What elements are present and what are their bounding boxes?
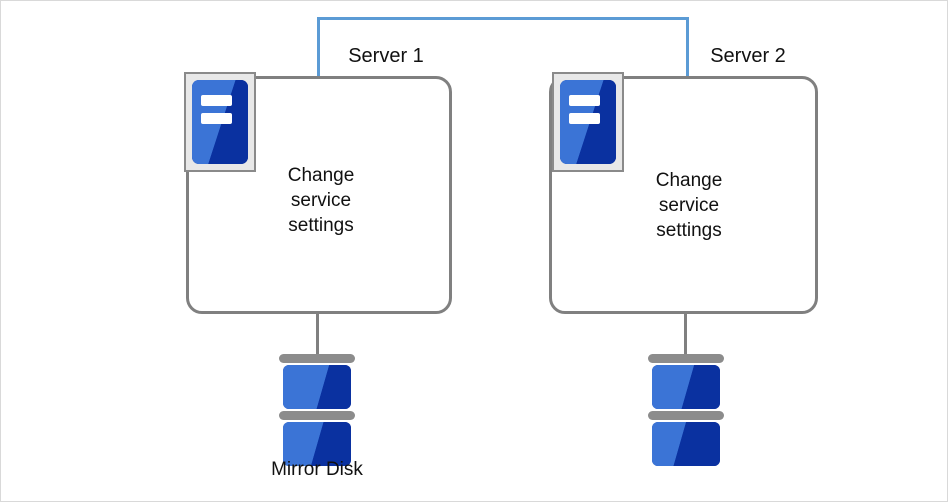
server-2-body-line-2: service [658,195,720,216]
server-1-label: Server 1 [348,45,424,67]
server-interconnect-bracket [317,17,689,77]
server-2-body-line-1: Change [655,170,723,191]
server-icon [552,72,624,172]
mirror-disk-label: Mirror Disk [271,459,363,480]
server-1-disk-connector [316,314,319,358]
disk-bar-top [279,354,355,363]
server-1-body-line-3: settings [288,215,354,236]
disk-platter-lower [652,422,720,466]
disk-platter-upper [283,365,351,409]
disk-bar-middle [648,411,724,420]
server-2-label: Server 2 [710,45,786,67]
disk-platter-upper [652,365,720,409]
server-1-body-line-2: service [290,190,352,211]
server-2-body-line-3: settings [656,220,722,241]
server-1-body-line-1: Change [287,165,355,186]
server-icon-body [560,80,616,164]
server-icon-bar-top [568,95,601,107]
server-icon-bar-bottom [568,112,601,124]
disk-platter-lower [283,422,351,466]
server-icon-body [192,80,248,164]
disk-bar-middle [279,411,355,420]
disk-bar-top [648,354,724,363]
mirror-disk-icon [279,354,355,466]
server-icon-bar-top [200,95,233,107]
server-2-body-text: Change service settings [614,168,764,243]
server-icon [184,72,256,172]
server-2-disk-connector [684,314,687,358]
mirror-disk-icon [648,354,724,466]
server-1-body-text: Change service settings [246,163,396,238]
server-icon-bar-bottom [200,112,233,124]
